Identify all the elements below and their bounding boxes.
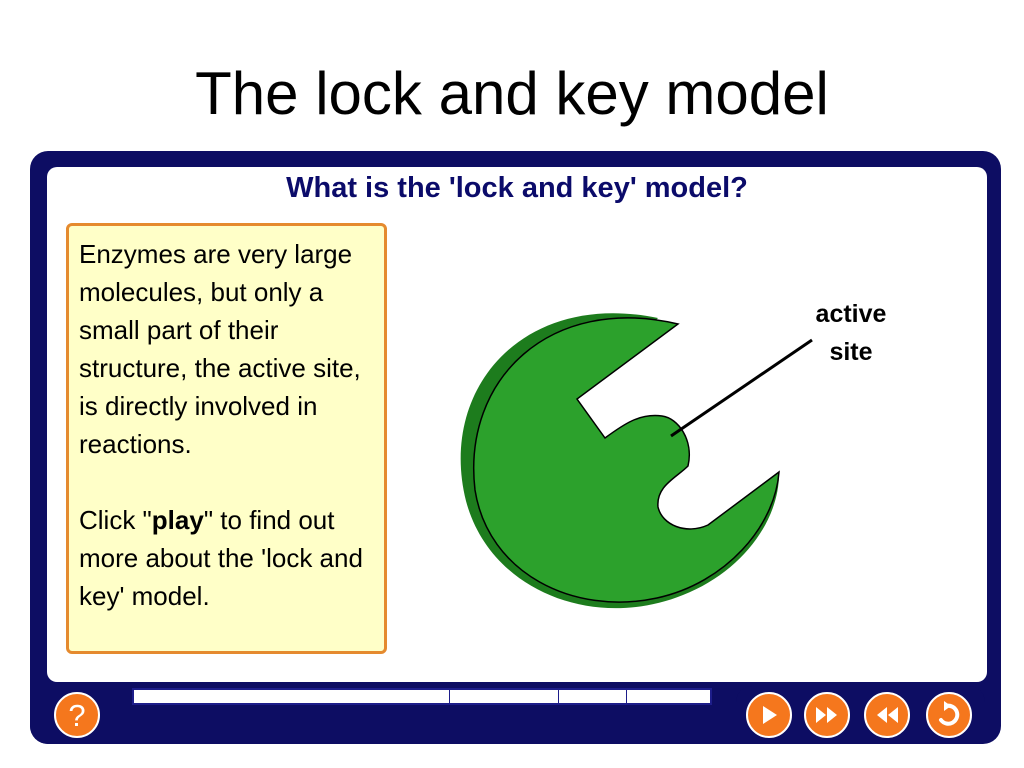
info-text-box: Enzymes are very large molecules, but on… (66, 223, 387, 654)
info-paragraph: Enzymes are very large molecules, but on… (79, 239, 361, 459)
panel-heading: What is the 'lock and key' model? (286, 172, 748, 204)
active-site-label-line1: active (816, 300, 887, 328)
instruction-text-end: " to find out more about the 'lock and k… (79, 505, 363, 611)
progress-segment (559, 690, 627, 703)
fast-forward-button[interactable] (804, 692, 850, 738)
progress-segment (627, 690, 710, 703)
help-button[interactable]: ? (54, 692, 100, 738)
replay-button[interactable] (926, 692, 972, 738)
play-icon (763, 706, 777, 724)
fast-forward-icon (816, 707, 837, 723)
play-button[interactable] (746, 692, 792, 738)
slide-title: The lock and key model (195, 60, 829, 127)
progress-bar (132, 688, 712, 705)
help-icon: ? (68, 697, 86, 733)
progress-segment (134, 690, 450, 703)
rewind-icon (877, 707, 898, 723)
enzyme-diagram: active site (460, 300, 887, 609)
instruction-paragraph: Click "play" to find out more about the … (79, 501, 376, 615)
play-word: play (151, 505, 204, 535)
active-site-label-line2: site (829, 338, 872, 366)
replay-icon (939, 701, 960, 726)
instruction-text-start: Click " (79, 505, 152, 535)
active-site-pointer (670, 338, 813, 438)
progress-segment (450, 690, 560, 703)
enzyme-shape (473, 317, 780, 603)
rewind-button[interactable] (864, 692, 910, 738)
